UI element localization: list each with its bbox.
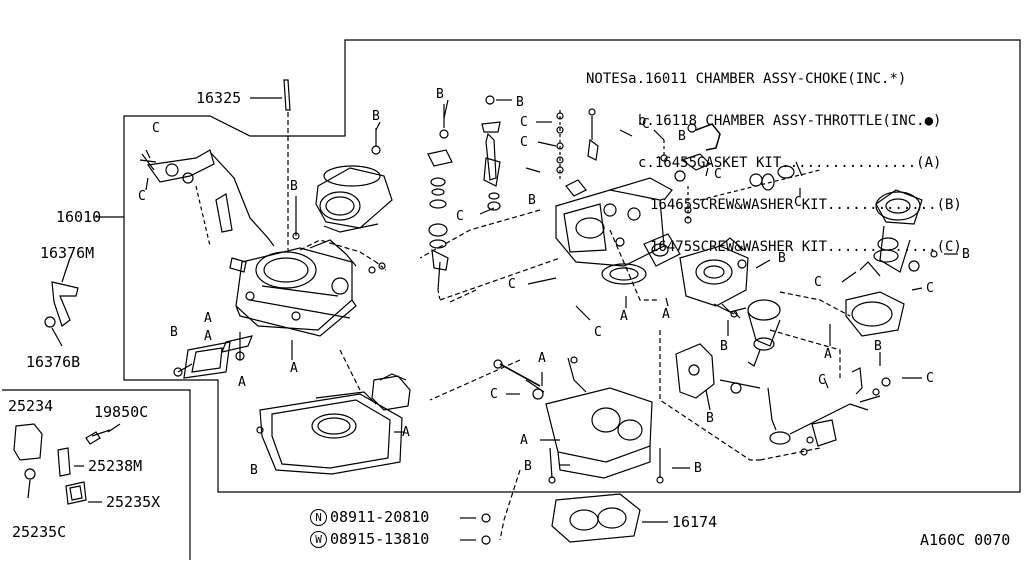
kit-c-label: C — [794, 195, 802, 210]
vacuum-diaphragm — [845, 189, 938, 337]
diagram-code: A160C 0070 — [920, 531, 1011, 549]
center-components — [427, 95, 599, 301]
kit-b-label: B — [290, 179, 298, 194]
kit-a-label: A — [238, 375, 246, 390]
part-25238M: 25238M — [88, 457, 143, 475]
kit-c-label: C — [138, 189, 146, 204]
part-25234: 25234 — [8, 397, 54, 415]
part-16376B: 16376B — [26, 353, 81, 371]
kit-b-label: B — [436, 87, 444, 102]
kit-c-label: C — [490, 387, 498, 402]
throttle-linkage — [675, 343, 891, 456]
choke-body-center — [555, 166, 681, 285]
kit-b-label: B — [706, 411, 714, 426]
kit-b-label: B — [516, 95, 524, 110]
kit-c-label: C — [714, 167, 722, 182]
part-16010: 16010 — [56, 208, 102, 226]
kit-b-label: B — [874, 339, 882, 354]
notes-line-d: 16465SCREW&WASHER KIT.............(B) — [650, 197, 962, 213]
kit-a-label: A — [520, 433, 528, 448]
choke-chamber — [315, 128, 393, 233]
n-symbol-icon: N — [310, 509, 327, 526]
insulator-16174 — [551, 493, 641, 543]
notes-title: NOTES — [586, 71, 629, 87]
carburetor-body-left — [229, 239, 357, 337]
throttle-body-bottom — [493, 356, 664, 484]
part-16376M: 16376M — [40, 244, 95, 262]
w-symbol-icon: W — [310, 531, 327, 548]
notes-line-e: 16475SCREW&WASHER KIT.............(C) — [650, 239, 962, 255]
kit-c-label: C — [814, 275, 822, 290]
kit-b-label: B — [170, 325, 178, 340]
kit-b-label: B — [524, 459, 532, 474]
main-frame — [123, 39, 1021, 493]
notes-line-a: a.16011 CHAMBER ASSY-CHOKE(INC.*) — [628, 71, 907, 87]
notes-line-c: c.16455GASKET KIT................(A) — [638, 155, 942, 171]
kit-b-label: B — [720, 339, 728, 354]
kit-a-label: A — [824, 347, 832, 362]
kit-b-label: B — [528, 193, 536, 208]
part-16325: 16325 — [196, 89, 242, 107]
kit-c-label: C — [926, 281, 934, 296]
diaphragm-right — [699, 161, 821, 201]
kit-b-label: B — [372, 109, 380, 124]
kit-c-label: C — [926, 371, 934, 386]
kit-a-label: A — [538, 351, 546, 366]
kit-c-label: C — [642, 117, 650, 132]
kit-a-label: A — [204, 311, 212, 326]
kit-b-label: B — [694, 461, 702, 476]
kit-a-label: A — [204, 329, 212, 344]
kit-a-label: A — [620, 309, 628, 324]
kit-b-label: B — [250, 463, 258, 478]
kit-c-label: C — [520, 135, 528, 150]
kit-c-label: C — [508, 277, 516, 292]
sub-frame — [2, 389, 191, 560]
notes-line-b: b.16118 CHAMBER ASSY-THROTTLE(INC.●) — [638, 113, 942, 129]
kit-a-label: A — [402, 425, 410, 440]
part-16174: 16174 — [672, 513, 718, 531]
part-19850C: 19850C — [94, 403, 149, 421]
fastener-n-number: 08911-20810 — [330, 508, 430, 526]
kit-a-label: A — [290, 361, 298, 376]
kit-c-label: C — [456, 209, 464, 224]
part-25235C: 25235C — [12, 523, 67, 541]
kit-b-label: B — [778, 251, 786, 266]
kit-c-label: C — [520, 115, 528, 130]
kit-b-label: B — [678, 129, 686, 144]
kit-b-label: B — [962, 247, 970, 262]
fastener-w-number: 08915-13810 — [330, 530, 430, 548]
part-25235X: 25235X — [106, 493, 161, 511]
kit-c-label: C — [152, 121, 160, 136]
kit-a-label: A — [662, 307, 670, 322]
throttle-housing-right — [679, 237, 749, 319]
kit-c-label: C — [818, 373, 826, 388]
kit-c-label: C — [594, 325, 602, 340]
accelerator-pump — [713, 299, 781, 367]
notes-block: NOTESa.16011 CHAMBER ASSY-CHOKE(INC.*) b… — [586, 44, 962, 268]
base-gasket — [256, 391, 403, 475]
